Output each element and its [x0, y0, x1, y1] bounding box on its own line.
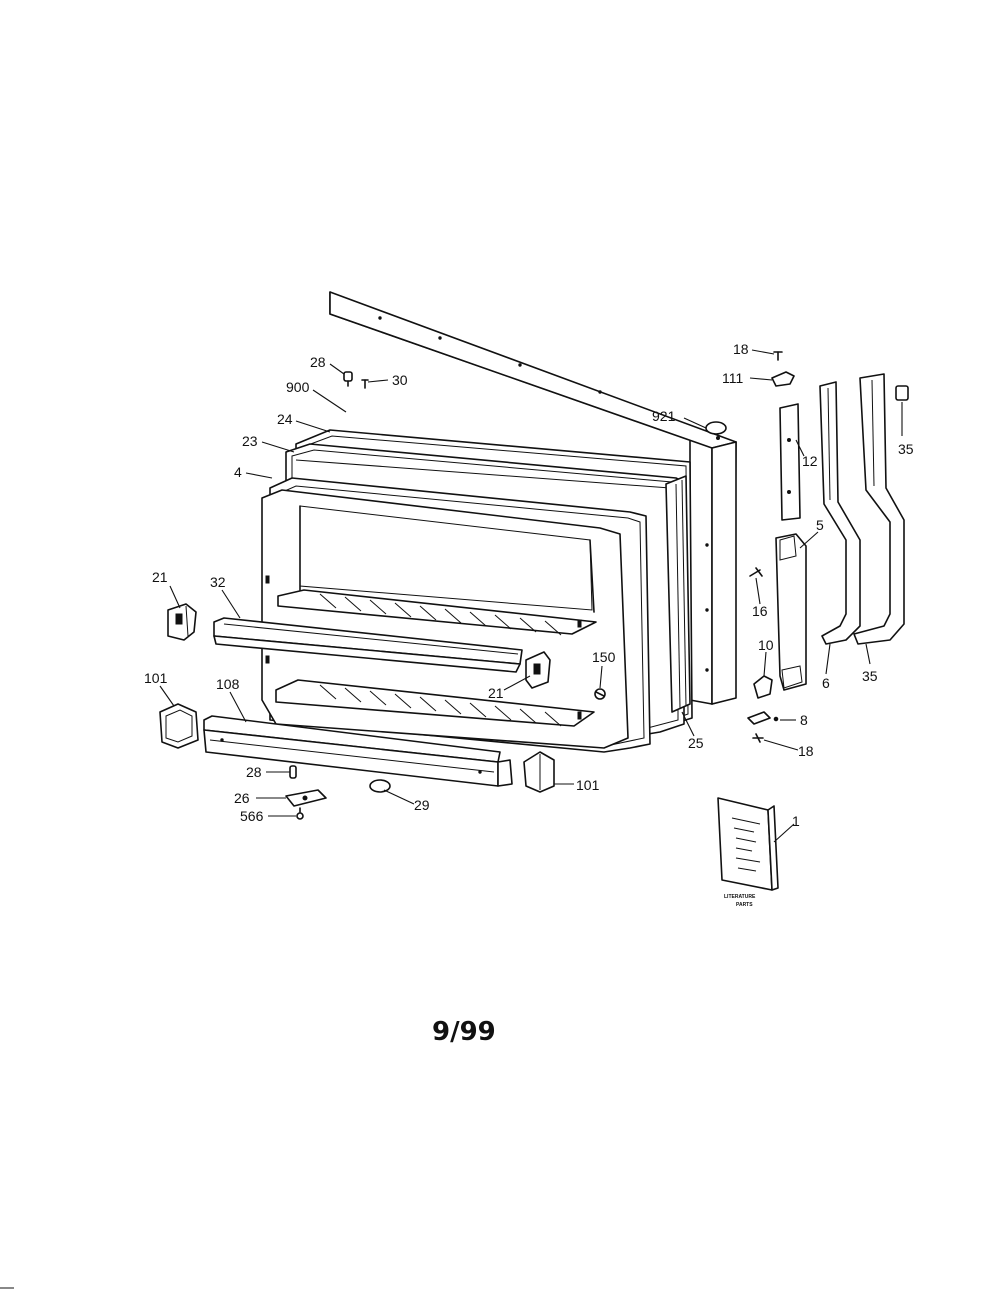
- bumper-29: [369, 779, 391, 793]
- callout-32: 32: [210, 574, 226, 590]
- callout-24: 24: [277, 411, 293, 427]
- callout-12: 12: [802, 453, 818, 469]
- literature-label-line1: LITERATURE: [724, 894, 756, 900]
- screw-16: [749, 567, 763, 577]
- callout-16: 16: [752, 603, 768, 619]
- callout-101-left: 101: [144, 670, 168, 686]
- callout-labels: 28 30 900 24 23 4 921 18 111 12 35 21 32…: [144, 341, 914, 829]
- callout-5: 5: [816, 517, 824, 533]
- callout-566: 566: [240, 808, 264, 824]
- hinge-plate-12: [779, 403, 801, 521]
- callout-921: 921: [652, 408, 676, 424]
- callout-25: 25: [688, 735, 704, 751]
- door-liner: [261, 477, 651, 753]
- callout-1: 1: [792, 813, 800, 829]
- callout-111: 111: [722, 370, 743, 386]
- shelf-bracket-21-left: [167, 603, 197, 641]
- plug-921: [705, 421, 727, 435]
- screw-566: [296, 807, 304, 820]
- washer-8: [747, 711, 779, 725]
- callout-150: 150: [592, 649, 616, 665]
- literature-label-line2: PARTS: [736, 902, 753, 908]
- callout-10: 10: [758, 637, 774, 653]
- callout-35-bottom: 35: [862, 668, 878, 684]
- callout-101-bottom: 101: [576, 777, 600, 793]
- callout-8: 8: [800, 712, 808, 728]
- outer-door-panel: [329, 291, 737, 705]
- screw-150: [594, 688, 606, 700]
- callout-21-left: 21: [152, 569, 168, 585]
- end-cap-101-left: [159, 703, 199, 749]
- screw-18-top: [773, 351, 783, 361]
- pin-28-bottom: [289, 765, 297, 779]
- callout-900: 900: [286, 379, 310, 395]
- spacer-10: [753, 675, 773, 699]
- door-shelf-bar: [213, 617, 523, 673]
- hinge-bracket-5: [775, 533, 807, 691]
- callout-18-top: 18: [733, 341, 749, 357]
- screw-30: [361, 379, 369, 389]
- literature-booklet: LITERATURE PARTS: [717, 797, 779, 908]
- callout-26: 26: [234, 790, 250, 806]
- end-cap-101-bottom: [523, 751, 555, 793]
- screw-28-top: [343, 371, 353, 387]
- callout-35-top: 35: [898, 441, 914, 457]
- callout-21-mid: 21: [488, 685, 504, 701]
- callout-30: 30: [392, 372, 408, 388]
- callout-28-bottom: 28: [246, 764, 262, 780]
- hinge-cap-111: [771, 371, 795, 387]
- callout-4: 4: [234, 464, 242, 480]
- door-gasket-25: [665, 475, 691, 713]
- callout-18-bottom: 18: [798, 743, 814, 759]
- hinge-plate-26: [285, 789, 327, 807]
- leader-lines: [159, 349, 903, 843]
- callout-6: 6: [822, 675, 830, 691]
- bottom-trim: [203, 715, 513, 787]
- end-cap-35: [895, 385, 909, 401]
- callout-28-top: 28: [310, 354, 326, 370]
- callout-108: 108: [216, 676, 240, 692]
- door-handle-35: [853, 373, 905, 645]
- shelf-bracket-21-mid: [525, 651, 551, 689]
- door-handle-6: [819, 381, 861, 645]
- date-code: 9/99: [432, 1017, 496, 1047]
- screw-18-bottom: [752, 733, 764, 743]
- callout-23: 23: [242, 433, 258, 449]
- callout-29: 29: [414, 797, 430, 813]
